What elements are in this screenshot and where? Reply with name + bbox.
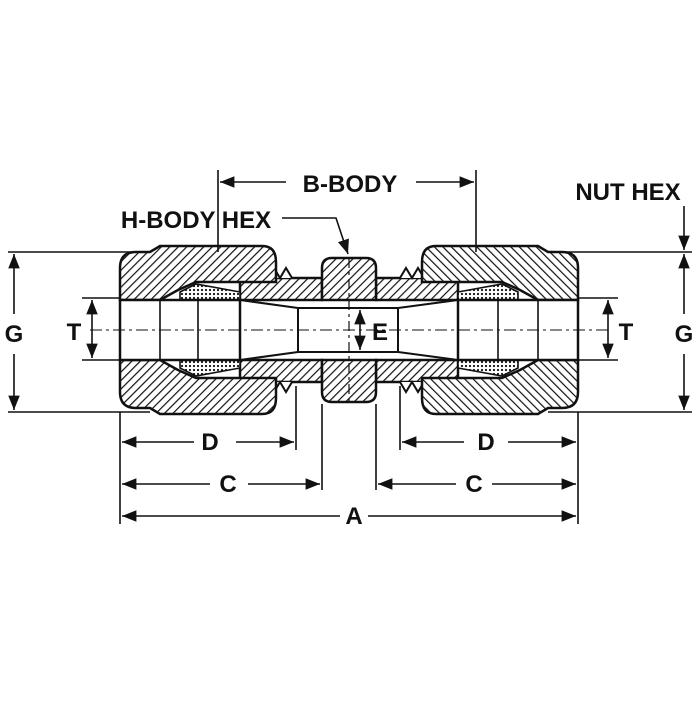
label-c-left: C (219, 471, 236, 498)
right-nut-upper (420, 244, 580, 302)
left-nut-upper (118, 244, 278, 302)
label-c-right: C (465, 471, 482, 498)
dimension-lines (8, 176, 690, 522)
label-e: E (372, 319, 388, 346)
label-d-left: D (201, 429, 218, 456)
left-ferrule-lower (179, 359, 241, 377)
leader-h-body-hex (282, 217, 349, 255)
right-nut (420, 244, 580, 416)
label-g-left: G (5, 321, 24, 348)
label-g-right: G (675, 321, 694, 348)
label-d-right: D (477, 429, 494, 456)
right-ferrule-lower (457, 359, 519, 377)
label-h-body-hex: H-BODY HEX (121, 207, 271, 234)
label-t-left: T (67, 319, 82, 346)
right-ferrule-upper (457, 283, 519, 301)
right-nut-lower (420, 358, 580, 416)
tubes (90, 298, 610, 362)
labels: B-BODY NUT HEX H-BODY HEX G G T T E D D … (5, 171, 694, 530)
body-hex-lower (320, 358, 378, 404)
extension-lines (8, 170, 692, 524)
left-ferrule-upper (179, 283, 241, 301)
label-nut-hex: NUT HEX (575, 179, 680, 206)
left-nut-lower (118, 358, 278, 416)
label-b-body: B-BODY (303, 171, 398, 198)
label-a: A (345, 503, 362, 530)
left-nut (118, 244, 278, 416)
label-t-right: T (619, 319, 634, 346)
